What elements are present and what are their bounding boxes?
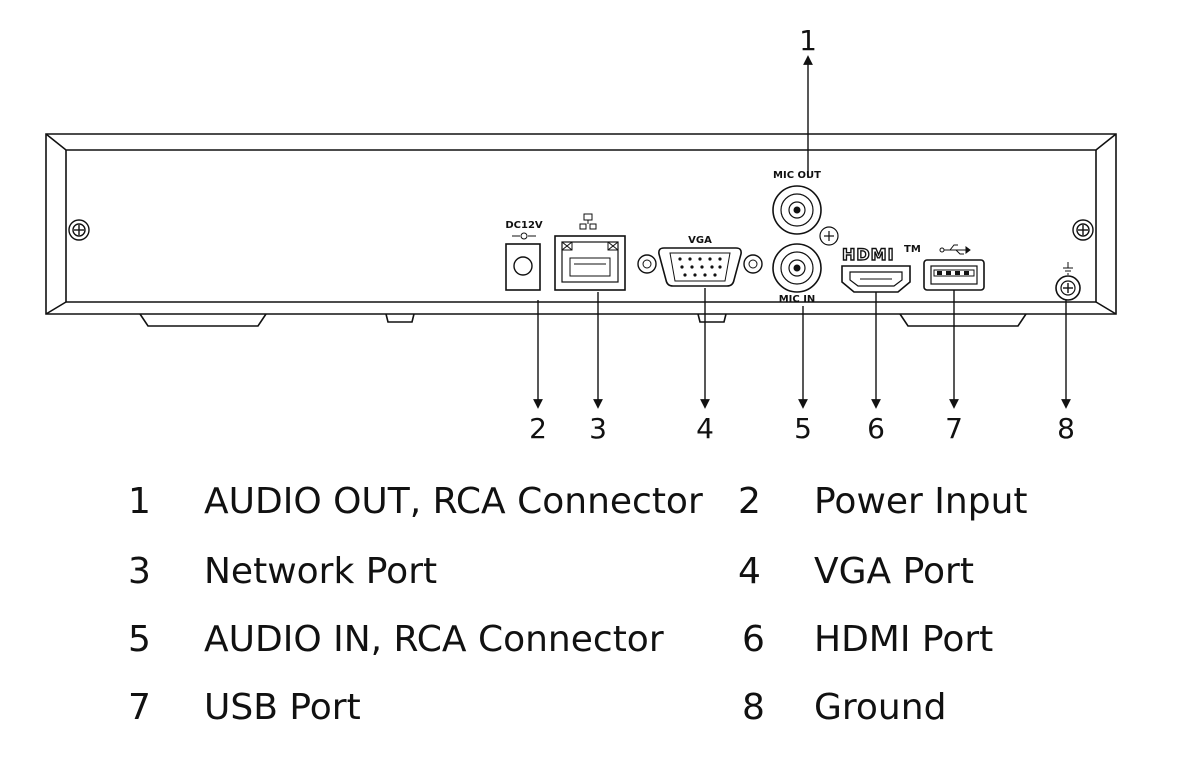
vga-label: VGA xyxy=(688,235,712,246)
callout-5: 5 xyxy=(794,412,812,445)
usb-icon xyxy=(939,244,971,255)
chassis xyxy=(45,133,1117,327)
callout-3: 3 xyxy=(589,412,607,445)
network-port xyxy=(554,213,626,291)
right-screw-icon xyxy=(1072,219,1094,241)
power-input-port: DC12V xyxy=(505,220,543,291)
rear-panel-diagram: DC12V VGA xyxy=(45,24,1117,445)
callout-6: 6 xyxy=(867,412,885,445)
legend-row-2: 3 Network Port 4 VGA Port xyxy=(0,548,1184,596)
legend-num: 2 xyxy=(738,481,761,522)
legend-text: VGA Port xyxy=(814,551,974,592)
mic-out-port: MIC OUT xyxy=(772,170,822,235)
legend-text: AUDIO OUT, RCA Connector xyxy=(204,481,703,522)
small-screw-icon xyxy=(819,226,839,246)
legend-num: 6 xyxy=(742,619,765,660)
legend-text: Power Input xyxy=(814,481,1028,522)
port-legend: 1 AUDIO OUT, RCA Connector 2 Power Input… xyxy=(0,470,1184,762)
legend-num: 4 xyxy=(738,551,761,592)
callout-4: 4 xyxy=(696,412,714,445)
legend-row-3: 5 AUDIO IN, RCA Connector 6 HDMI Port xyxy=(0,616,1184,664)
usb-port xyxy=(923,244,985,291)
legend-num: 7 xyxy=(128,687,151,728)
callout-8: 8 xyxy=(1057,412,1075,445)
mic-out-label: MIC OUT xyxy=(773,170,821,181)
ground-terminal xyxy=(1055,262,1081,301)
legend-row-4: 7 USB Port 8 Ground xyxy=(0,684,1184,732)
legend-num: 8 xyxy=(742,687,765,728)
legend-text: Ground xyxy=(814,687,947,728)
ground-symbol-icon xyxy=(1063,262,1073,275)
mic-in-label: MIC IN xyxy=(779,294,816,305)
callout-1: 1 xyxy=(799,24,817,57)
mic-in-port: MIC IN xyxy=(772,243,822,305)
legend-text: HDMI Port xyxy=(814,619,994,660)
hdmi-port: HDMI TM xyxy=(841,244,921,293)
legend-text: AUDIO IN, RCA Connector xyxy=(204,619,664,660)
dc-label: DC12V xyxy=(505,220,543,231)
callout-numbers: 1 2 3 4 5 6 7 8 xyxy=(529,24,1075,445)
callout-2: 2 xyxy=(529,412,547,445)
legend-num: 1 xyxy=(128,481,151,522)
callout-7: 7 xyxy=(945,412,963,445)
dc-polarity-icon xyxy=(512,232,536,240)
legend-num: 3 xyxy=(128,551,151,592)
legend-text: Network Port xyxy=(204,551,438,592)
network-icon xyxy=(579,213,597,230)
legend-text: USB Port xyxy=(204,687,361,728)
left-screw-icon xyxy=(68,219,90,241)
callout-lines xyxy=(533,55,1071,409)
vga-port: VGA xyxy=(637,235,763,287)
hdmi-logo: HDMI xyxy=(842,245,895,264)
hdmi-tm-label: TM xyxy=(904,244,921,255)
legend-num: 5 xyxy=(128,619,151,660)
legend-row-1: 1 AUDIO OUT, RCA Connector 2 Power Input xyxy=(0,478,1184,526)
